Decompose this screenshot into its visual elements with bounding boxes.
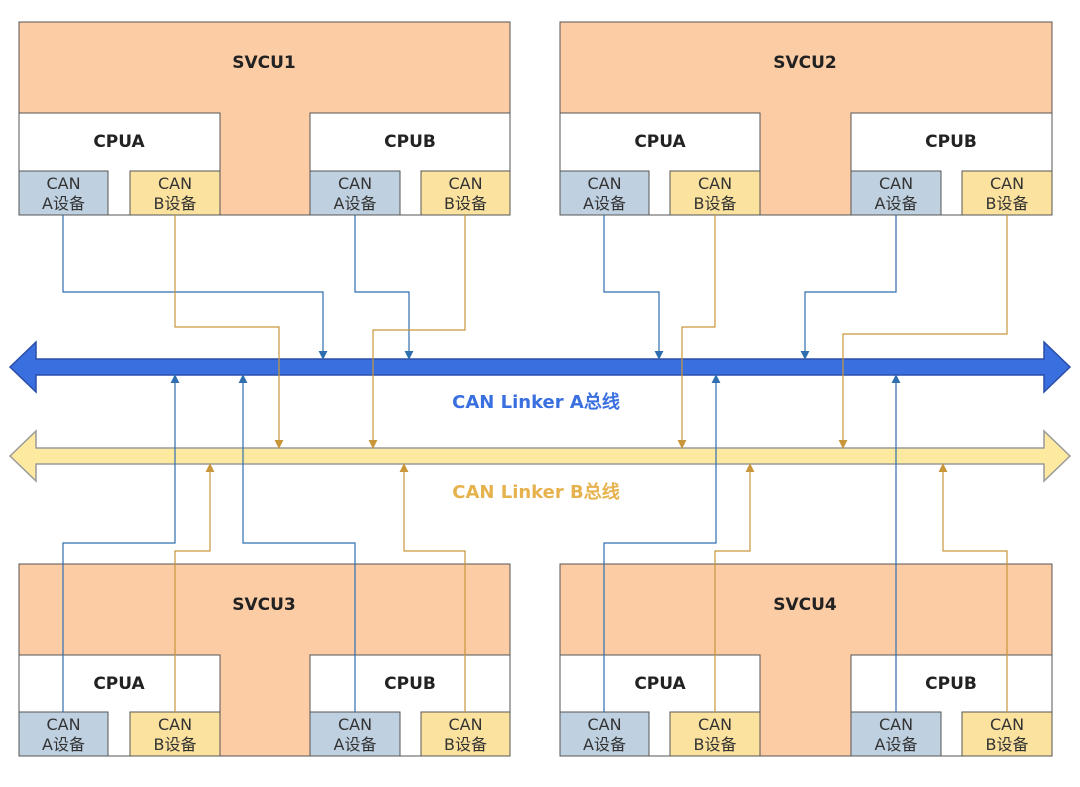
device-line1: CAN bbox=[448, 715, 482, 734]
device-can-a bbox=[309, 711, 401, 757]
unit-title: SVCU2 bbox=[773, 53, 837, 73]
device-line2: A设备 bbox=[583, 194, 626, 213]
link-svcu2-cpua-dev-a bbox=[603, 215, 664, 360]
link-svcu4-cpua-dev-b bbox=[714, 463, 755, 712]
device-line2: B设备 bbox=[154, 735, 197, 754]
unit-svcu1: SVCU1 CPUA CPUB CAN A设备 CAN B设备 CAN A设备 … bbox=[18, 21, 511, 216]
device-line2: B设备 bbox=[694, 194, 737, 213]
device-can-b bbox=[129, 711, 221, 757]
device-line1: CAN bbox=[587, 715, 621, 734]
device-line1: CAN bbox=[698, 174, 732, 193]
device-line1: CAN bbox=[879, 174, 913, 193]
unit-svcu4: SVCU4 CPUA CPUB CAN A设备 CAN B设备 CAN A设备 … bbox=[559, 563, 1053, 757]
link-svcu3-cpub-dev-a bbox=[238, 374, 356, 712]
device-line1: CAN bbox=[990, 715, 1024, 734]
device-line1: CAN bbox=[158, 174, 192, 193]
cpu-a-label: CPUA bbox=[93, 674, 145, 694]
device-line2: A设备 bbox=[583, 735, 626, 754]
unit-title: SVCU3 bbox=[232, 595, 296, 615]
can-bus-a-arrow bbox=[8, 340, 1072, 394]
can-bus-a-label: CAN Linker A总线 bbox=[452, 391, 620, 413]
device-can-b bbox=[961, 711, 1053, 757]
device-line2: A设备 bbox=[334, 735, 377, 754]
device-line1: CAN bbox=[338, 174, 372, 193]
device-can-b bbox=[961, 170, 1053, 216]
device-line2: A设备 bbox=[42, 735, 85, 754]
device-line2: B设备 bbox=[444, 735, 487, 754]
cpu-a-label: CPUA bbox=[634, 132, 686, 152]
device-can-a bbox=[559, 170, 650, 216]
cpu-b-label: CPUB bbox=[925, 132, 977, 152]
device-line1: CAN bbox=[46, 174, 80, 193]
link-svcu3-cpua-dev-b bbox=[174, 463, 215, 712]
device-line1: CAN bbox=[448, 174, 482, 193]
device-line2: A设备 bbox=[42, 194, 85, 213]
device-can-b bbox=[420, 170, 511, 216]
device-can-b bbox=[669, 170, 761, 216]
link-svcu4-cpub-dev-b bbox=[938, 463, 1008, 712]
device-can-a bbox=[559, 711, 650, 757]
can-bus-b-label: CAN Linker B总线 bbox=[452, 481, 619, 503]
link-svcu4-cpua-dev-a bbox=[603, 374, 721, 712]
device-line1: CAN bbox=[879, 715, 913, 734]
device-line2: A设备 bbox=[334, 194, 377, 213]
link-svcu1-cpua-dev-a bbox=[62, 215, 328, 360]
device-line1: CAN bbox=[158, 715, 192, 734]
device-can-a bbox=[309, 170, 401, 216]
device-line1: CAN bbox=[338, 715, 372, 734]
cpu-a-label: CPUA bbox=[93, 132, 145, 152]
link-svcu3-cpua-dev-a bbox=[62, 374, 180, 712]
device-line1: CAN bbox=[698, 715, 732, 734]
device-can-a bbox=[850, 170, 942, 216]
device-line1: CAN bbox=[587, 174, 621, 193]
device-line2: A设备 bbox=[875, 735, 918, 754]
cpu-b-label: CPUB bbox=[384, 674, 436, 694]
link-svcu1-cpua-dev-b bbox=[174, 215, 284, 449]
link-svcu2-cpua-dev-b bbox=[677, 215, 716, 449]
cpu-b-label: CPUB bbox=[384, 132, 436, 152]
device-can-a bbox=[18, 170, 109, 216]
device-can-a bbox=[18, 711, 109, 757]
device-line2: B设备 bbox=[444, 194, 487, 213]
unit-svcu2: SVCU2 CPUA CPUB CAN A设备 CAN B设备 CAN A设备 … bbox=[559, 21, 1053, 216]
unit-svcu3: SVCU3 CPUA CPUB CAN A设备 CAN B设备 CAN A设备 … bbox=[18, 563, 511, 757]
device-line1: CAN bbox=[990, 174, 1024, 193]
device-line2: B设备 bbox=[986, 735, 1029, 754]
link-svcu1-cpub-dev-b bbox=[368, 215, 466, 449]
device-can-b bbox=[129, 170, 221, 216]
link-svcu1-cpub-dev-a bbox=[354, 215, 414, 360]
device-line2: B设备 bbox=[986, 194, 1029, 213]
unit-title: SVCU4 bbox=[773, 595, 837, 615]
link-svcu3-cpub-dev-b bbox=[399, 463, 466, 712]
link-svcu2-cpub-dev-b bbox=[838, 215, 1008, 449]
cpu-b-label: CPUB bbox=[925, 674, 977, 694]
can-bus-b-arrow bbox=[8, 429, 1072, 483]
device-line2: B设备 bbox=[154, 194, 197, 213]
cpu-a-label: CPUA bbox=[634, 674, 686, 694]
device-can-a bbox=[850, 711, 942, 757]
device-line2: B设备 bbox=[694, 735, 737, 754]
device-line1: CAN bbox=[46, 715, 80, 734]
device-line2: A设备 bbox=[875, 194, 918, 213]
unit-title: SVCU1 bbox=[232, 53, 296, 73]
link-svcu2-cpub-dev-a bbox=[800, 215, 897, 360]
